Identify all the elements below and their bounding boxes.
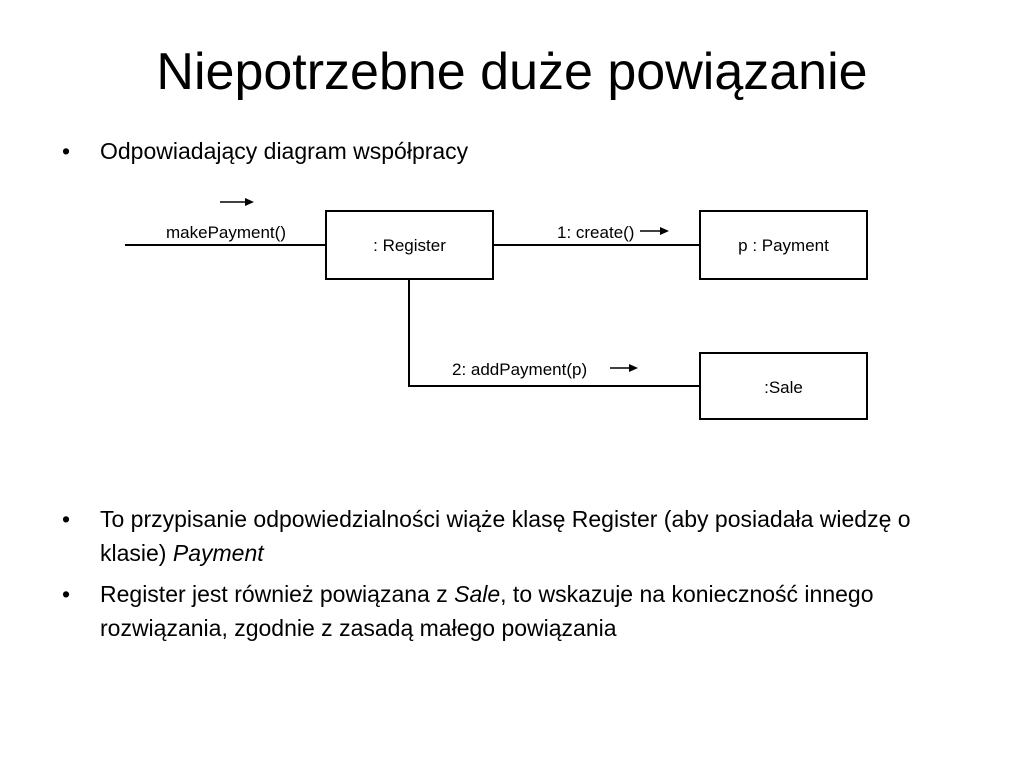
sale-object-label: :Sale bbox=[764, 378, 803, 397]
create-arrowhead bbox=[660, 227, 669, 235]
sale-object-box bbox=[699, 352, 868, 420]
bullet-class-name: Payment bbox=[172, 540, 264, 566]
bullet-marker: • bbox=[62, 138, 71, 164]
bullet-text: Register jest również powiązana z Sale, … bbox=[100, 577, 952, 645]
payment-object-label: p : Payment bbox=[738, 236, 829, 255]
bullet-item: • Odpowiadający diagram współpracy bbox=[62, 134, 952, 168]
add-payment-arrowhead bbox=[629, 364, 638, 372]
register-object-box bbox=[325, 210, 494, 280]
add-payment-message: 2: addPayment(p) bbox=[452, 360, 587, 379]
register-sale-link bbox=[408, 279, 700, 387]
register-object-label: : Register bbox=[373, 236, 446, 255]
bullet-item: • To przypisanie odpowiedzialności wiąże… bbox=[62, 502, 952, 570]
bullet-class-name: Sale bbox=[454, 581, 501, 607]
bullet-text-part: Register jest również powiązana z bbox=[100, 581, 455, 607]
slide-title: Niepotrzebne duże powiązanie bbox=[156, 43, 868, 101]
bullet-text: To przypisanie odpowiedzialności wiąże k… bbox=[100, 502, 952, 570]
bullet-text: Odpowiadający diagram współpracy bbox=[100, 138, 469, 164]
make-payment-message: makePayment() bbox=[166, 223, 286, 242]
make-payment-arrowhead bbox=[245, 198, 254, 206]
payment-object-box bbox=[699, 210, 868, 280]
bullet-text-part: To przypisanie odpowiedzialności wiąże k… bbox=[100, 506, 911, 566]
bullet-marker: • bbox=[62, 581, 71, 607]
bullet-text-part: , to wskazuje na konieczność innego rozw… bbox=[100, 581, 874, 641]
create-message: 1: create() bbox=[557, 223, 634, 242]
bullet-marker: • bbox=[62, 506, 71, 532]
bullet-item: • Register jest również powiązana z Sale… bbox=[62, 577, 952, 645]
